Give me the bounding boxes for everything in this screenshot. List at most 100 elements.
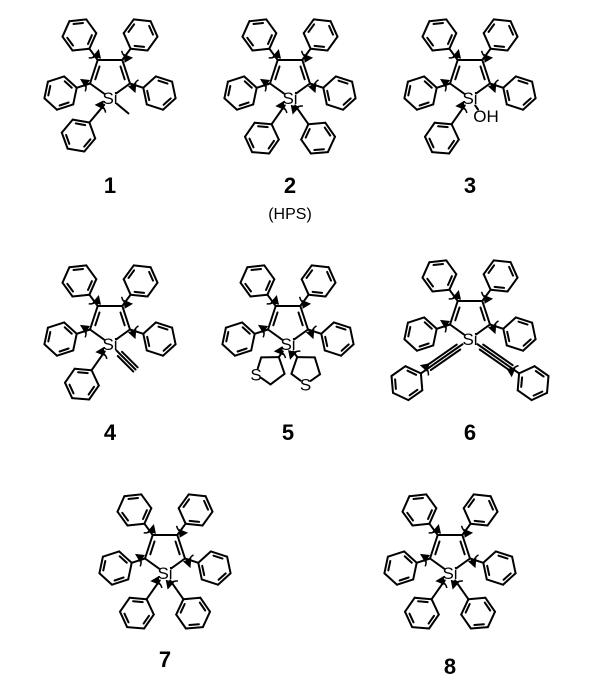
ring-bond xyxy=(43,97,58,111)
thiophene-bond xyxy=(313,356,321,376)
ring-bond xyxy=(406,75,426,83)
silole-bond xyxy=(429,557,445,570)
ring-double-bond xyxy=(304,128,311,139)
hydroxyl-group: OH xyxy=(473,107,499,126)
ring-double-bond xyxy=(426,36,434,47)
ring-bond xyxy=(197,561,203,581)
ring-double-bond xyxy=(236,347,248,353)
ring-double-bond xyxy=(146,335,151,348)
ring-bond xyxy=(310,264,330,269)
ring-bond xyxy=(88,32,98,50)
silole-bond xyxy=(481,300,491,326)
ring-bond xyxy=(307,293,327,298)
phenyl-link-bond xyxy=(435,82,451,89)
ring-bond xyxy=(486,510,499,527)
ring-bond xyxy=(431,288,451,293)
ring-double-bond xyxy=(203,499,209,511)
ring-bond xyxy=(484,596,496,613)
ring-bond xyxy=(518,365,536,375)
ring-bond xyxy=(241,20,251,38)
ring-double-bond xyxy=(394,378,397,390)
ring-bond xyxy=(482,550,497,564)
ring-double-bond xyxy=(506,330,511,343)
ring-double-bond xyxy=(58,347,70,353)
ring-double-bond xyxy=(467,498,476,508)
ring-double-bond xyxy=(118,555,128,564)
alkyne-bond xyxy=(478,348,511,372)
ring-double-bond xyxy=(473,623,485,626)
ring-bond xyxy=(326,135,336,154)
ring-bond xyxy=(187,493,207,498)
silole-bond xyxy=(301,59,311,85)
ring-double-bond xyxy=(162,343,172,352)
phenyl-link-bond xyxy=(307,328,323,335)
silole-bond xyxy=(295,82,311,95)
ring-bond xyxy=(386,550,406,558)
rotation-arrow xyxy=(257,324,268,338)
rotation-arrow xyxy=(448,290,462,300)
ring-double-bond xyxy=(250,268,262,271)
ring-double-bond xyxy=(198,601,207,612)
ring-bond xyxy=(201,610,211,629)
ring-bond xyxy=(251,151,271,155)
ring-bond xyxy=(116,495,126,513)
silole-double-bond xyxy=(94,311,101,327)
ring-bond xyxy=(223,97,238,111)
ring-bond xyxy=(68,264,88,269)
ring-bond xyxy=(221,343,236,357)
ring-double-bond xyxy=(127,497,139,500)
ring-double-bond xyxy=(267,139,275,150)
ring-double-bond xyxy=(257,125,269,129)
sulfur-atom: S xyxy=(300,375,311,394)
ring-bond xyxy=(326,35,339,52)
ring-bond xyxy=(423,75,438,89)
ring-bond xyxy=(142,332,148,352)
ring-bond xyxy=(64,381,74,400)
silole-bond xyxy=(449,300,459,326)
silole-double-bond xyxy=(94,65,101,81)
ring-double-bond xyxy=(74,122,87,127)
ring-bond xyxy=(129,47,149,52)
ring-bond xyxy=(56,349,75,357)
ring-bond xyxy=(340,343,355,357)
ring-bond xyxy=(383,572,398,586)
thiophene-bond xyxy=(290,356,299,375)
ring-bond xyxy=(445,259,458,276)
ring-double-bond xyxy=(63,80,73,89)
silole-double-bond xyxy=(274,65,281,81)
ring-double-bond xyxy=(423,80,433,89)
ring-double-bond xyxy=(326,270,332,282)
silicon-atom: Si xyxy=(157,564,172,583)
rotation-arrow xyxy=(307,79,319,94)
alkyne-bond xyxy=(482,343,514,367)
ring-double-bond xyxy=(113,576,125,582)
ring-bond xyxy=(101,550,121,558)
ring-bond xyxy=(239,266,249,284)
si-substituent-bond xyxy=(115,102,130,115)
rotation-arrow xyxy=(165,579,178,590)
thiophene-bond xyxy=(269,372,286,386)
ring-bond xyxy=(392,391,410,402)
ring-bond xyxy=(403,550,418,564)
ring-bond xyxy=(509,20,519,38)
rotation-arrow xyxy=(127,325,139,340)
ring-bond xyxy=(416,344,435,352)
rotation-arrow xyxy=(79,78,90,92)
rotation-arrow xyxy=(290,104,303,115)
ring-bond xyxy=(514,316,534,324)
ring-bond xyxy=(200,578,219,586)
ring-bond xyxy=(460,598,470,616)
ring-bond xyxy=(243,75,258,89)
rotation-arrow xyxy=(150,575,163,589)
ring-bond xyxy=(472,493,492,498)
ring-bond xyxy=(162,97,177,111)
ring-bond xyxy=(411,522,431,527)
ring-bond xyxy=(154,75,174,83)
ring-double-bond xyxy=(502,572,512,581)
ring-bond xyxy=(404,596,416,613)
ring-bond xyxy=(71,397,91,401)
ring-double-bond xyxy=(408,612,415,624)
ring-bond xyxy=(522,338,537,352)
ring-double-bond xyxy=(532,390,544,397)
rotation-arrow xyxy=(266,295,280,305)
